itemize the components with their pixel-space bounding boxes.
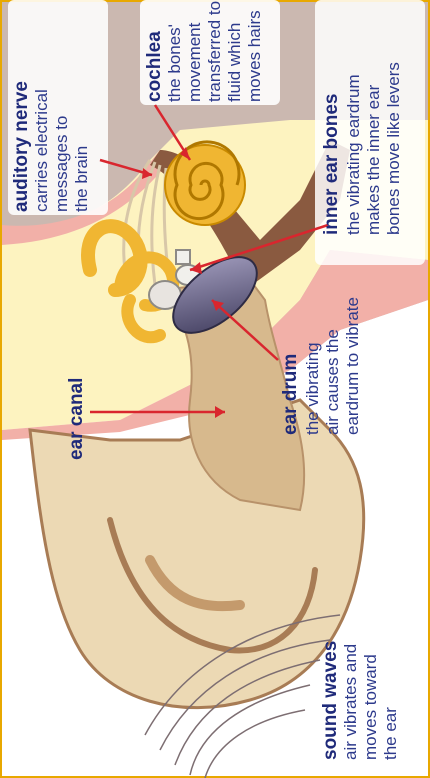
ear-drum-title: ear drum bbox=[280, 354, 301, 435]
cochlea-line-2: movement bbox=[185, 22, 204, 102]
inner-ear-bones-line-1: the vibrating eardrum bbox=[344, 74, 363, 235]
ossicle-stapes bbox=[176, 250, 190, 264]
sound-waves-line-1: air vibrates and bbox=[341, 644, 360, 760]
sound-waves-title: sound waves bbox=[320, 641, 341, 760]
auditory-nerve-title: auditory nerve bbox=[11, 81, 32, 212]
auditory-nerve-line-1: carries electrical bbox=[32, 89, 51, 212]
ear-drum-line-1: the vibrating bbox=[303, 342, 322, 435]
ear-drum-line-2: air causes the bbox=[323, 329, 342, 435]
auditory-nerve-line-3: the brain bbox=[72, 146, 91, 212]
cochlea-line-5: moves hairs bbox=[245, 10, 264, 102]
cochlea-title: cochlea bbox=[144, 31, 165, 102]
cochlea-line-1: the bones' bbox=[165, 24, 184, 102]
ear-canal-label: ear canal bbox=[66, 378, 87, 460]
inner-ear-bones-title: inner ear bones bbox=[321, 94, 342, 236]
auditory-nerve-line-2: messages to bbox=[52, 116, 71, 212]
cochlea-line-4: fluid which bbox=[225, 23, 244, 102]
cochlea-line-3: transferred to bbox=[205, 1, 224, 102]
sound-waves-line-3: the ear bbox=[381, 707, 400, 760]
inner-ear-bones-line-3: bones move like levers bbox=[384, 62, 403, 235]
sound-waves-line-2: moves toward bbox=[361, 654, 380, 760]
inner-ear-bones-line-2: makes the inner ear bbox=[364, 84, 383, 235]
ear-drum-line-3: eardrum to vibrate bbox=[343, 297, 362, 435]
ear-canal-title: ear canal bbox=[66, 378, 87, 460]
